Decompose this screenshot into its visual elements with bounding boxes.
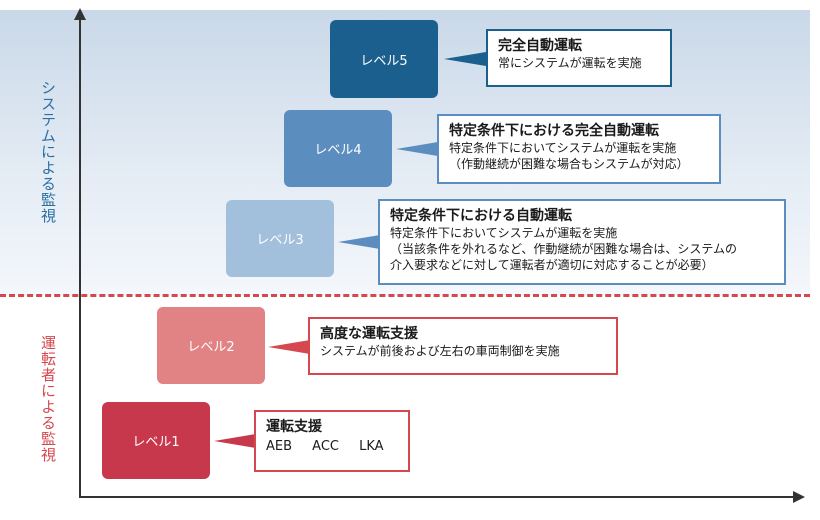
level-3-title: 特定条件下における自動運転: [390, 208, 572, 224]
level-1-box: レベル1: [102, 402, 210, 479]
level-3-pointer: [338, 235, 380, 249]
level-2-box: レベル2: [157, 307, 265, 384]
level-1-tech-list: AEB ACC LKA: [266, 438, 398, 456]
level-2-line-1: システムが前後および左右の車両制御を実施: [320, 344, 560, 358]
tech-acc: ACC: [312, 439, 339, 454]
level-1-pointer: [214, 434, 256, 448]
level-5-box: レベル5: [330, 20, 438, 98]
level-5-line-1: 常にシステムが運転を実施: [498, 56, 642, 70]
level-3-description: 特定条件下における自動運転 特定条件下においてシステムが運転を実施 （当該条件を…: [378, 199, 786, 285]
level-4-line-2: （作動継続が困難な場合もシステムが対応）: [449, 157, 689, 171]
level-1-description: 運転支援 AEB ACC LKA: [254, 410, 410, 472]
x-axis: [79, 496, 795, 498]
tech-lka: LKA: [359, 439, 384, 454]
level-4-title: 特定条件下における完全自動運転: [449, 123, 659, 139]
tech-aeb: AEB: [266, 439, 293, 454]
y-axis-arrow-icon: [74, 8, 86, 20]
level-4-description: 特定条件下における完全自動運転 特定条件下においてシステムが運転を実施 （作動継…: [437, 114, 721, 184]
level-2-pointer: [268, 340, 310, 354]
level-4-pointer: [396, 142, 438, 156]
level-5-pointer: [444, 52, 486, 66]
level-4-box: レベル4: [284, 110, 392, 187]
y-axis: [79, 18, 81, 497]
monitoring-divider: [0, 294, 810, 297]
level-3-line-1: 特定条件下においてシステムが運転を実施: [390, 226, 618, 240]
level-2-description: 高度な運転支援 システムが前後および左右の車両制御を実施: [308, 317, 618, 375]
level-5-description: 完全自動運転 常にシステムが運転を実施: [486, 29, 672, 87]
level-3-line-2: （当該条件を外れるなど、作動継続が困難な場合は、システムの: [390, 242, 738, 256]
level-3-line-3: 介入要求などに対して運転者が適切に対応することが必要）: [390, 258, 714, 272]
driver-monitoring-label: 運転者による監視: [39, 335, 57, 463]
x-axis-arrow-icon: [793, 491, 805, 503]
level-2-title: 高度な運転支援: [320, 326, 418, 342]
level-1-title: 運転支援: [266, 419, 322, 435]
level-5-title: 完全自動運転: [498, 38, 582, 54]
level-3-box: レベル3: [226, 200, 334, 277]
system-monitoring-label: システムによる監視: [39, 80, 57, 224]
level-4-line-1: 特定条件下においてシステムが運転を実施: [449, 141, 677, 155]
